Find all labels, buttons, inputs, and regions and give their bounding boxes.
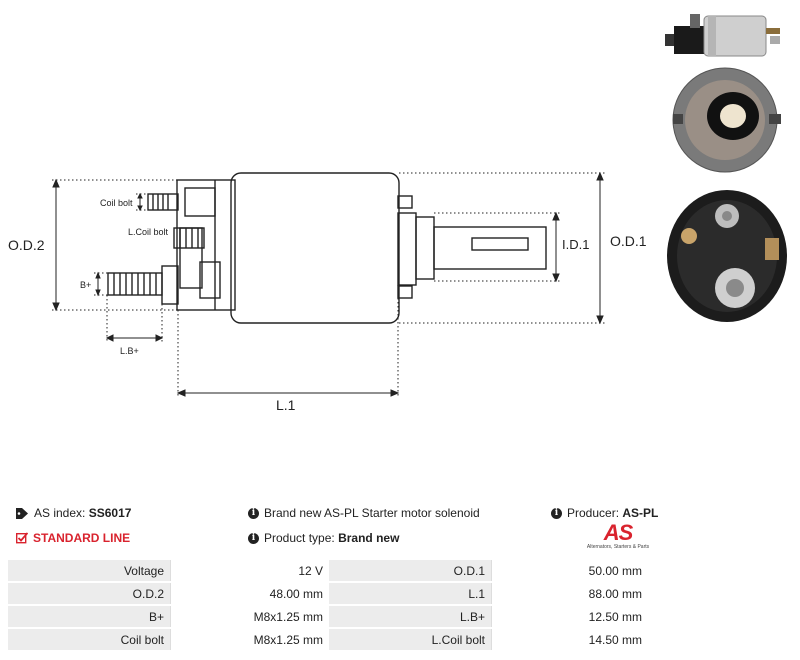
table-row: O.D.2 48.00 mm L.1 88.00 mm: [8, 582, 648, 606]
spec-value: M8x1.25 mm: [170, 605, 329, 629]
producer-row: i Producer: AS-PL: [551, 506, 658, 520]
l1-label: L.1: [276, 397, 296, 413]
product-photo-rear: [667, 190, 787, 322]
table-row: Voltage 12 V O.D.1 50.00 mm: [8, 560, 648, 583]
spec-label: B+: [8, 605, 171, 629]
as-index-value: SS6017: [88, 506, 132, 520]
table-row: B+ M8x1.25 mm L.B+ 12.50 mm: [8, 605, 648, 629]
lower-coil-bolt-thread: [173, 227, 205, 249]
checkbox-icon: [16, 532, 28, 544]
as-index-row: AS index: SS6017: [16, 506, 131, 520]
product-line-row: STANDARD LINE: [16, 531, 130, 545]
producer-value: AS-PL: [622, 506, 659, 520]
product-line: STANDARD LINE: [33, 531, 131, 545]
producer-label: Producer:: [567, 506, 620, 520]
specifications-table: Voltage 12 V O.D.1 50.00 mm O.D.2 48.00 …: [8, 560, 648, 652]
product-type-value: Brand new: [338, 531, 400, 545]
as-index-label: AS index:: [34, 506, 86, 520]
as-pl-logo: AS Alternators, Starters & Parts: [586, 520, 650, 551]
solenoid-technical-drawing: O.D.2 O.D.1 I.D.1 L.1 Coil bolt L.Coil b…: [8, 171, 647, 413]
spec-value: 12.50 mm: [491, 605, 648, 629]
description-row: i Brand new AS-PL Starter motor solenoid: [248, 506, 480, 520]
tag-icon: [16, 507, 28, 519]
id1-label: I.D.1: [562, 237, 589, 252]
spec-value: 14.50 mm: [491, 628, 648, 652]
product-photo-side: [665, 14, 780, 57]
spec-label: L.Coil bolt: [329, 628, 492, 652]
od1-label: O.D.1: [610, 233, 647, 249]
product-photo-front: [672, 67, 781, 173]
logo-tagline: Alternators, Starters & Parts: [586, 544, 650, 550]
spec-label: Coil bolt: [8, 628, 171, 652]
od2-label: O.D.2: [8, 237, 45, 253]
plunger: [415, 216, 435, 280]
spec-label: O.D.1: [329, 560, 492, 583]
front-flange: [397, 212, 417, 286]
rear-cap: [176, 179, 236, 311]
solenoid-body: [230, 172, 400, 324]
l-coil-bolt-label: L.Coil bolt: [128, 227, 169, 237]
spec-label: Voltage: [8, 560, 171, 583]
product-type-label: Product type:: [264, 531, 335, 545]
l-bplus-label: L.B+: [120, 346, 139, 356]
spec-label: L.B+: [329, 605, 492, 629]
product-type-row: i Product type: Brand new: [248, 531, 399, 545]
info-icon: i: [248, 507, 259, 519]
spec-value: 48.00 mm: [170, 582, 329, 606]
spec-label: L.1: [329, 582, 492, 606]
spec-value: 50.00 mm: [491, 560, 648, 583]
info-icon: i: [551, 507, 562, 519]
spec-value: M8x1.25 mm: [170, 628, 329, 652]
bplus-stud-thread: [107, 265, 179, 305]
spec-label: O.D.2: [8, 582, 171, 606]
coil-bolt-label: Coil bolt: [100, 198, 133, 208]
table-row: Coil bolt M8x1.25 mm L.Coil bolt 14.50 m…: [8, 628, 648, 652]
coil-bolt-thread: [147, 193, 179, 211]
bplus-label: B+: [80, 280, 91, 290]
logo-mark: AS: [603, 520, 634, 545]
product-description: Brand new AS-PL Starter motor solenoid: [264, 506, 480, 520]
spec-value: 88.00 mm: [491, 582, 648, 606]
spec-value: 12 V: [170, 560, 329, 583]
info-icon: i: [248, 532, 259, 544]
